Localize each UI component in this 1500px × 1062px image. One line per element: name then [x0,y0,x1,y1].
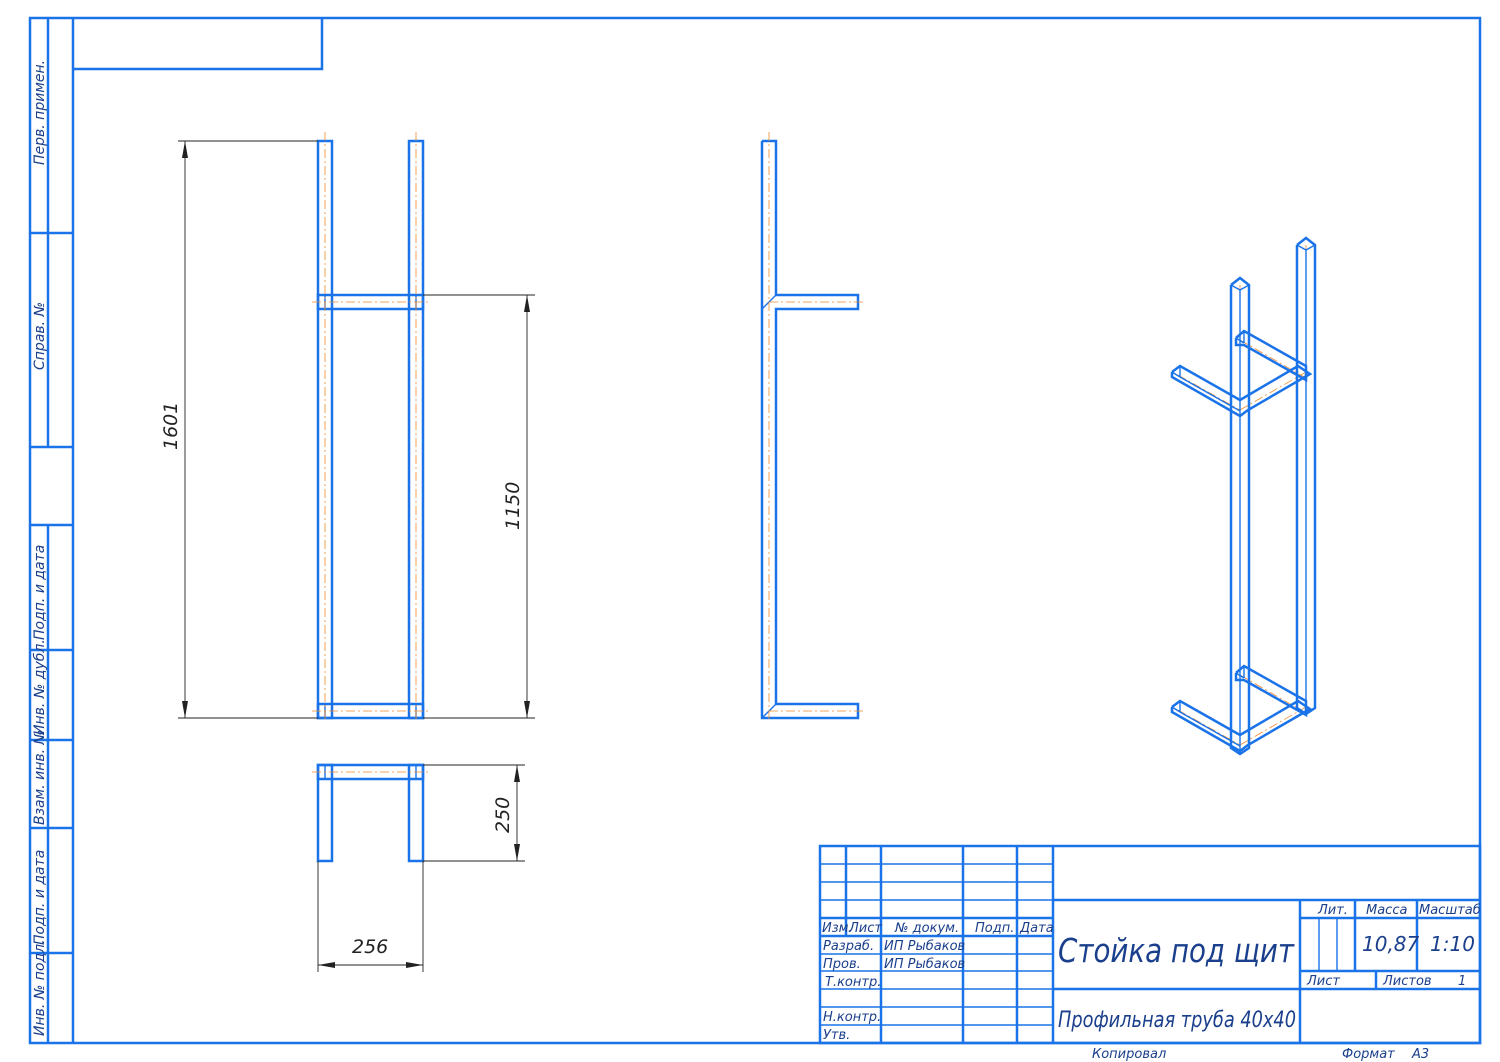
lit-label: Лит. [1317,903,1348,918]
row-name-razrab: ИП Рыбаков [884,939,965,954]
side-label-podp1: Подп. и дата [32,545,48,640]
isometric-view [1170,236,1317,756]
copied-label: Копировал [1092,1047,1166,1062]
scale-label: Масштаб [1419,903,1481,918]
dimension-1601: 1601 [160,140,318,719]
left-strip-lower [30,523,73,1043]
side-label-inv-dubl: Инв. № дубл. [32,639,48,735]
sheet-frame [28,16,1482,1045]
top-left-stamp-box [73,18,324,71]
row-role-prov: Пров. [823,957,861,972]
dimension-1150: 1150 [423,294,535,719]
side-labels: Перв. примен. Справ. № Подп. и дата Инв.… [32,60,48,1036]
title-block [818,844,1482,1045]
title-block-text: Изм. Лист № докум. Подп. Дата Разраб. ИП… [822,903,1481,1062]
header-podp: Подп. [975,921,1014,936]
side-label-inv-podl: Инв. № подл. [32,939,48,1036]
side-label-vzam: Взам. инв. № [32,730,48,825]
top-view [312,763,430,863]
sheet-label: Лист [1306,974,1340,989]
side-view [760,132,866,722]
side-label-podp2: Подп. и дата [32,850,48,945]
dimension-256: 256 [317,861,424,972]
mass-value: 10,87 [1362,932,1420,956]
left-strip-upper [30,18,73,449]
header-doc: № докум. [894,921,959,936]
scale-value: 1:10 [1430,932,1475,956]
dimension-250: 250 [423,764,525,862]
drawing-material: Профильная труба 40х40 [1058,1008,1296,1033]
header-list: Лист [848,921,882,936]
dimension-250-label: 250 [492,797,514,833]
format-label: Формат [1342,1047,1395,1062]
format-value: А3 [1411,1047,1429,1062]
row-role-nkontr: Н.контр. [823,1010,881,1025]
side-label-sprav: Справ. № [32,302,48,370]
dimension-1601-label: 1601 [160,402,182,450]
row-role-utv: Утв. [823,1028,850,1043]
dimension-256-label: 256 [352,936,388,958]
header-date: Дата [1019,921,1054,936]
header-izm: Изм. [822,921,853,936]
mass-label: Масса [1366,903,1407,918]
drawing-title: Стойка под щит [1058,931,1295,970]
row-name-prov: ИП Рыбаков [884,957,965,972]
sheets-label: Листов [1382,974,1432,989]
front-view [312,132,430,722]
row-role-tkontr: Т.контр. [825,975,881,990]
row-role-razrab: Разраб. [823,939,874,954]
side-label-perv: Перв. примен. [32,60,48,165]
sheets-value: 1 [1458,974,1466,989]
dimension-1150-label: 1150 [502,482,524,530]
